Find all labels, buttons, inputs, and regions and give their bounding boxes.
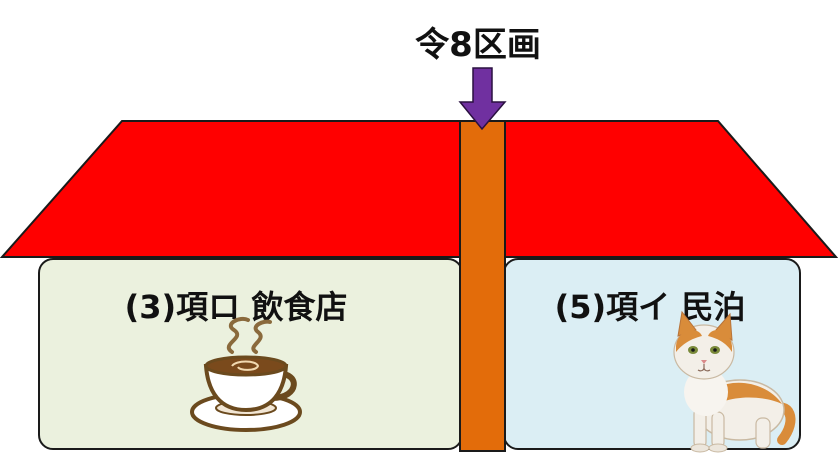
partition-wall xyxy=(459,120,506,452)
roof xyxy=(0,120,838,258)
top-label: 令8区画 xyxy=(415,25,541,65)
right-room-label: (5)項イ 民泊 xyxy=(555,288,746,326)
coffee-cup-icon xyxy=(190,317,302,432)
down-arrow-icon xyxy=(458,67,507,131)
cat-image xyxy=(673,310,796,453)
